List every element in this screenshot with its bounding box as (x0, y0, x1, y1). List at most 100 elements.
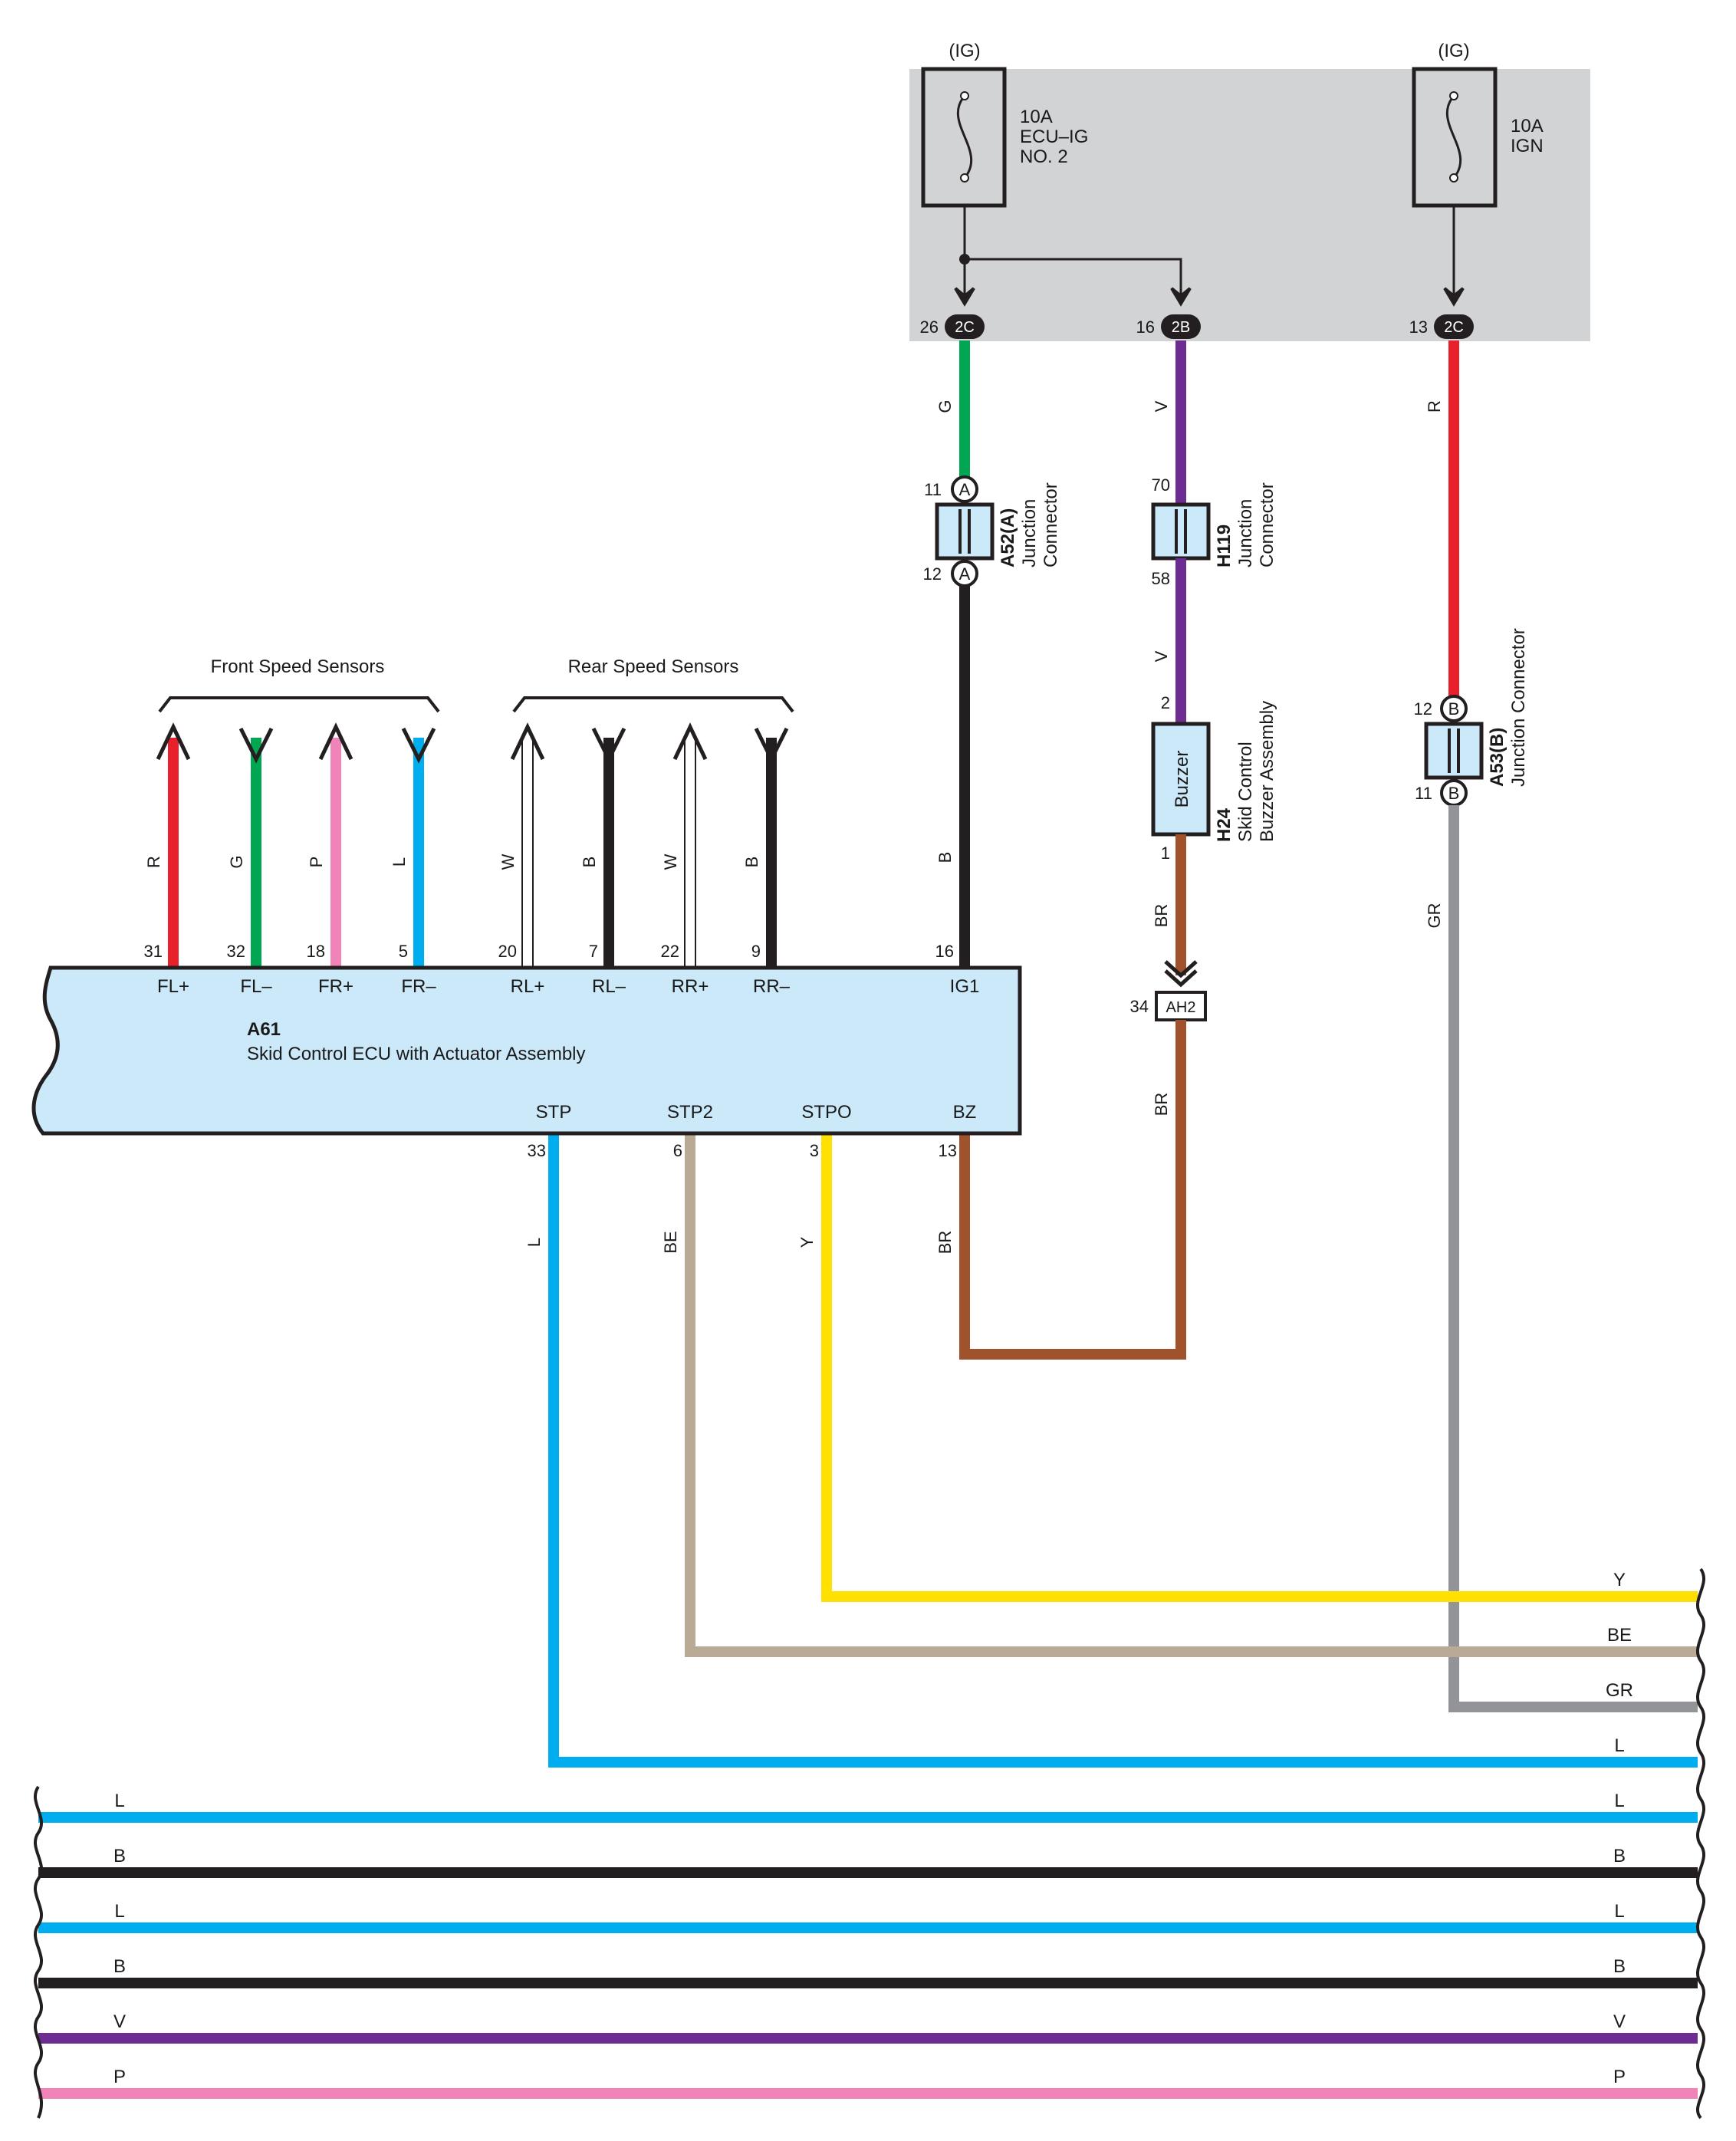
ah2-pin: 34 (1130, 997, 1149, 1016)
wire-v-code: V (1152, 400, 1171, 412)
terminal-26-arrow (954, 287, 975, 307)
wire-br-bz-code: BR (935, 1231, 955, 1255)
sensor-wire-code-rl-plus: W (498, 853, 518, 870)
terminal-13-arrow (1443, 287, 1465, 307)
buzzer-pin-top: 2 (1161, 693, 1170, 712)
wire-br-buzzer-code: BR (1152, 904, 1171, 928)
ecu-pin-number-3: 3 (810, 1141, 819, 1160)
ecu-pin-number-22: 22 (661, 942, 679, 961)
ecu-pin-number-16: 16 (935, 942, 954, 961)
bus-wire-3-left-label: L (114, 1901, 124, 1922)
terminal-16-arrow (1170, 287, 1192, 307)
junction-a53: B 12 B 11 A53(B) Junction Connector (1414, 628, 1529, 807)
buzzer-desc-line1: Skid Control (1235, 742, 1256, 842)
internal-wire-to-2b (965, 258, 1182, 299)
a52-desc-line1: Junction (1019, 499, 1040, 567)
right-bus-label-be: BE (1607, 1625, 1632, 1646)
wire-b-ig1-code: B (935, 852, 955, 863)
wire-y-stpo-code: Y (797, 1236, 817, 1248)
connector-ah2: AH2 34 (1130, 960, 1207, 1021)
ecu-pin-number-13: 13 (939, 1141, 957, 1160)
wire-l-stp (548, 1133, 1698, 1768)
front-speed-sensors-title: Front Speed Sensors (211, 656, 385, 677)
ecu-pin-name-stp2: STP2 (667, 1102, 713, 1123)
terminal-16-pin: 16 (1136, 317, 1155, 337)
ecu-pin-name-FL–: FL– (240, 976, 272, 997)
terminal-13-pin: 13 (1409, 317, 1428, 337)
buzzer-body (1151, 722, 1211, 837)
buzzer-code: H24 (1214, 807, 1235, 842)
a53-pin-bottom: 11 (1415, 784, 1432, 803)
h119-code: H119 (1214, 525, 1235, 567)
ecu-pin-name-stp: STP (536, 1102, 572, 1123)
h119-pin-bottom: 58 (1152, 569, 1170, 588)
bus-wire-5-left-label: V (113, 2011, 126, 2032)
a52-desc-line2: Connector (1041, 482, 1061, 567)
wire-y-stpo (821, 1133, 1698, 1602)
fuse1-rating: 10A (1020, 107, 1053, 127)
ecu-pin-number-33: 33 (528, 1141, 546, 1160)
bus-wire-2-right-label: B (1613, 1846, 1626, 1866)
bus-wire-4-left-label: B (113, 1956, 126, 1977)
wire-be-stp2-code: BE (661, 1231, 680, 1253)
junction-h119: 70 58 H119 Junction Connector (1151, 475, 1277, 588)
ecu-pin-number-7: 7 (589, 942, 598, 961)
bus-left-break (33, 1785, 44, 2119)
connector-2c-left (945, 314, 985, 339)
h119-desc-line2: Connector (1257, 482, 1277, 567)
sensor-arrow-fl-plus (156, 722, 191, 761)
terminal-26-pin: 26 (920, 317, 939, 337)
a53-pin-bottom-letter: B (1448, 784, 1460, 803)
front-speed-sensors-brace (158, 696, 440, 713)
sensor-wire-code-rr-minus: B (742, 857, 761, 868)
a53-pin-top-letter: B (1448, 699, 1460, 719)
ecu-pin-name-FL+: FL+ (157, 976, 189, 997)
bus-wire-1-right-label: L (1614, 1791, 1624, 1811)
a52-pin-bottom-letter: A (959, 564, 971, 584)
right-bus-label-gr: GR (1606, 1680, 1633, 1701)
ah2-box (1155, 991, 1207, 1021)
a52-pin-top: 11 (924, 480, 942, 499)
bus-wire-3-right-label: L (1614, 1901, 1624, 1922)
ecu-pin-number-9: 9 (751, 942, 761, 961)
ecu-pin-name-FR–: FR– (401, 976, 436, 997)
a53-pin-top: 12 (1414, 699, 1432, 719)
h119-desc-line1: Junction (1235, 499, 1256, 567)
ecu-pin-name-FR+: FR+ (318, 976, 353, 997)
wire-br-ah2-loop (959, 1020, 1186, 1360)
ecu-pin-name-IG1: IG1 (950, 976, 980, 997)
ecu-pin-name-stpo: STPO (801, 1102, 851, 1123)
ah2-chevron-lower (1164, 969, 1198, 988)
sensor-arrow-rl-plus (510, 722, 545, 761)
fuse1-name-line1: ECU–IG (1020, 127, 1088, 147)
wire-v-buzzer-code: V (1152, 650, 1171, 662)
ecu-pin-name-RL–: RL– (592, 976, 626, 997)
sensor-arrow-fr-plus (318, 722, 353, 761)
a53-desc: Junction Connector (1508, 628, 1529, 787)
ecu-pin-name-bz: BZ (953, 1102, 977, 1123)
bus-wire-6-left-label: P (113, 2067, 126, 2087)
fuse2-rating: 10A (1511, 116, 1544, 136)
ecu-code: A61 (247, 1019, 281, 1040)
bus-wire-5-right-label: V (1613, 2011, 1626, 2032)
fuse2-end-bottom (1449, 173, 1458, 183)
wire-l-stp-code: L (524, 1238, 544, 1247)
a52-pin-top-circle (951, 475, 978, 503)
h119-pin-top: 70 (1152, 475, 1170, 495)
buzzer-pin-bottom: 1 (1161, 844, 1170, 863)
fuse2-symbol (1445, 95, 1462, 179)
fuse1-name-line2: NO. 2 (1020, 146, 1068, 167)
fuse2-name-line1: IGN (1511, 136, 1544, 156)
connector-2c-right-label: 2C (1444, 319, 1464, 336)
a53-code: A53(B) (1487, 728, 1507, 787)
sensor-arrow-fl-minus (238, 727, 274, 764)
bus-wire-6-right-label: P (1613, 2067, 1626, 2087)
a52-pin-bottom: 12 (923, 564, 942, 584)
rear-speed-sensors-brace (512, 696, 794, 713)
buzzer-h24: 2 Buzzer 1 H24 Skid Control Buzzer Assem… (1151, 693, 1277, 863)
wire-gr-code: GR (1425, 903, 1444, 929)
rear-speed-sensors-title: Rear Speed Sensors (568, 656, 739, 677)
fuse1-symbol (956, 95, 973, 179)
